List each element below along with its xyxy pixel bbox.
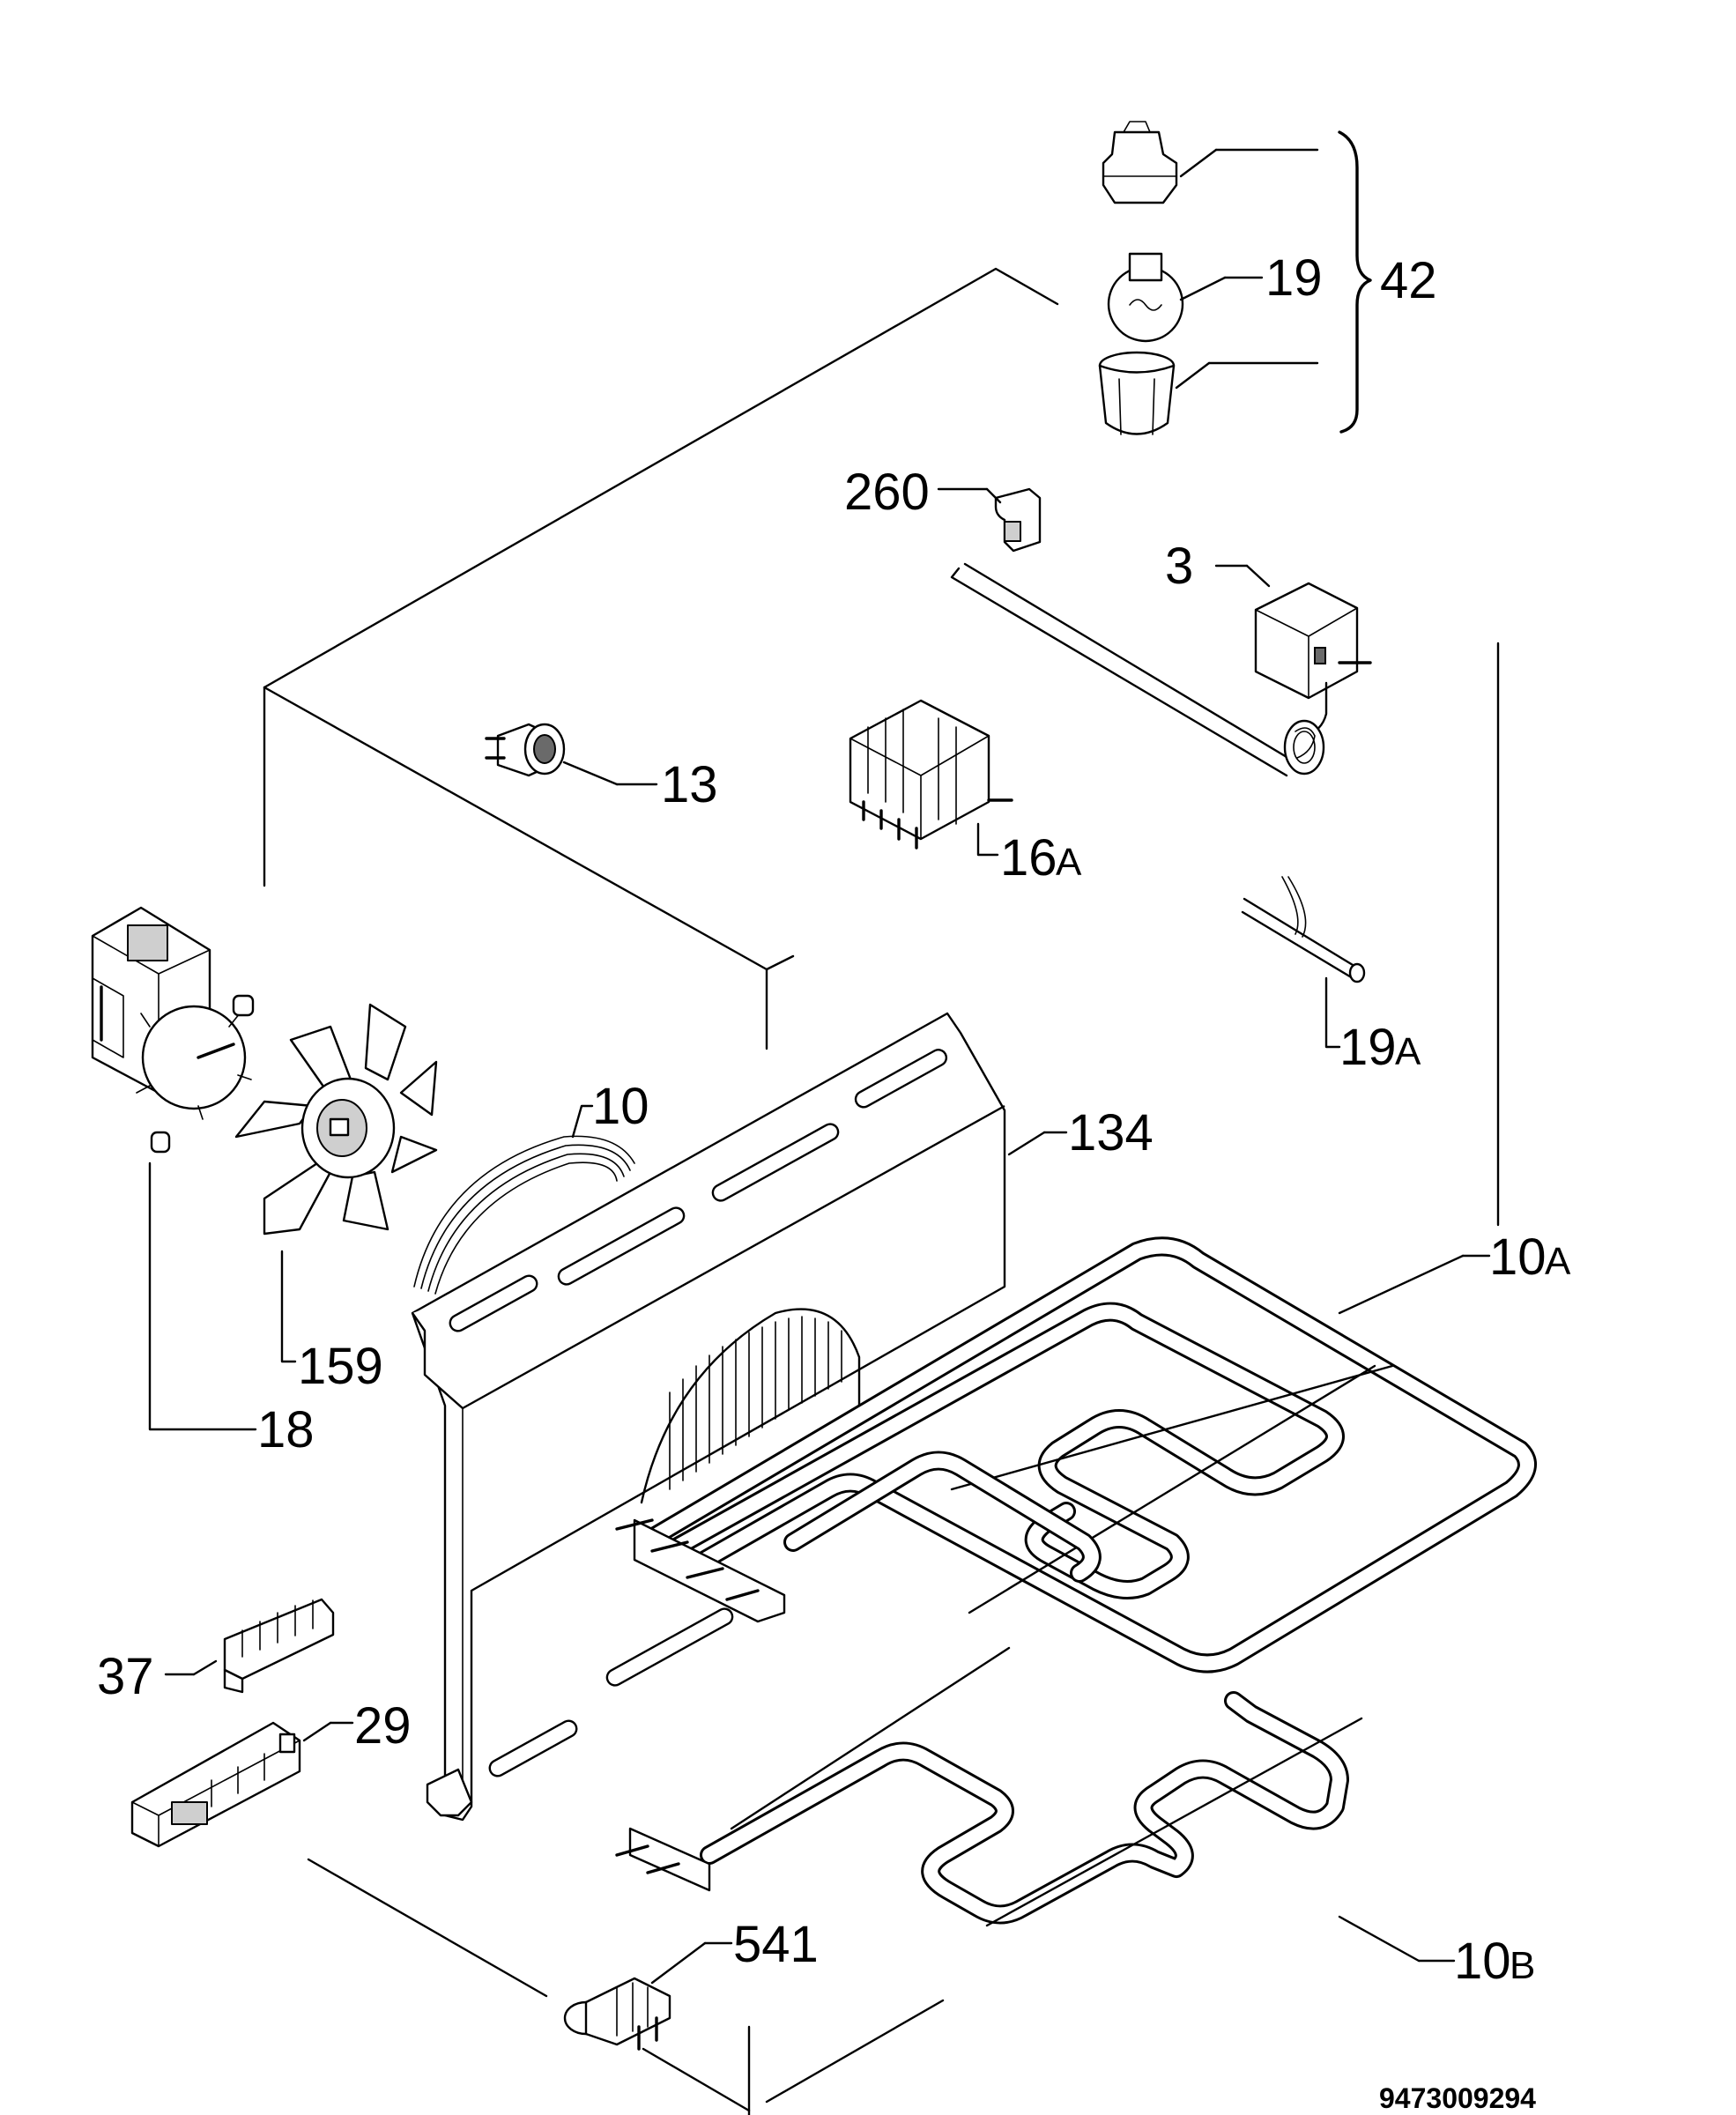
label-37: 37 xyxy=(97,1648,154,1705)
label-13: 13 xyxy=(661,756,718,813)
fan-blade xyxy=(234,1003,438,1363)
label-19a-num: 19 xyxy=(1339,1019,1397,1076)
label-134: 134 xyxy=(1068,1104,1154,1161)
lamp-holder xyxy=(1102,121,1319,204)
oven-box-outline xyxy=(263,267,1500,2115)
label-260: 260 xyxy=(844,464,930,521)
label-3: 3 xyxy=(1165,538,1193,595)
temperature-sensor xyxy=(1241,876,1366,1049)
label-18: 18 xyxy=(257,1401,315,1458)
fan-motor xyxy=(91,906,257,1431)
label-159: 159 xyxy=(298,1338,383,1395)
grill-element xyxy=(615,1236,1537,1673)
label-19: 19 xyxy=(1265,249,1323,307)
fan-element xyxy=(413,1104,635,1295)
thermostat xyxy=(950,562,1372,777)
back-panel xyxy=(411,1012,1068,1822)
label-29: 29 xyxy=(354,1697,412,1755)
label-42: 42 xyxy=(1380,252,1437,309)
terminal-block xyxy=(164,1598,335,1694)
label-10a-suffix: A xyxy=(1545,1240,1571,1283)
label-10b-num: 10 xyxy=(1454,1933,1511,1990)
label-19a-suffix: A xyxy=(1395,1030,1421,1073)
label-10: 10 xyxy=(592,1078,649,1135)
lamp-glass-cover xyxy=(1098,351,1319,435)
label-16a-suffix: A xyxy=(1056,841,1082,884)
door-switch xyxy=(563,1941,733,2051)
lamp-bulb xyxy=(1107,252,1264,343)
clip-part xyxy=(937,487,1042,553)
label-10a-num: 10 xyxy=(1489,1228,1547,1286)
ignition-module xyxy=(130,1721,354,1848)
bottom-element xyxy=(615,1646,1456,1963)
label-541: 541 xyxy=(733,1916,819,1973)
selector-switch xyxy=(849,699,1013,857)
indicator-lamp xyxy=(485,723,658,786)
label-16a-num: 16 xyxy=(1000,829,1057,887)
lamp-kit-bracket xyxy=(1338,130,1372,434)
label-10b-suffix: B xyxy=(1510,1944,1535,1987)
document-number: 9473009294 xyxy=(1379,2082,1536,2114)
